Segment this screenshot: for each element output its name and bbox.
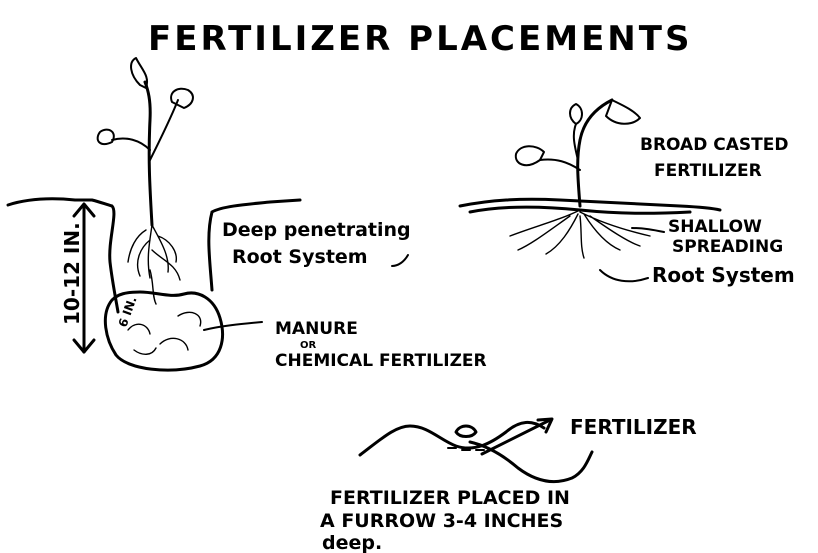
- shallow-roots: [510, 210, 650, 258]
- page-title: FERTILIZER PLACEMENTS: [148, 19, 692, 59]
- deep-plant-leaf-2: [171, 89, 193, 108]
- shallow-root-leader: [632, 228, 664, 232]
- chemical-fertilizer-label: CHEMICAL FERTILIZER: [275, 351, 487, 371]
- furrow-curve: [470, 442, 592, 482]
- manure-texture: [128, 312, 201, 354]
- broadcast-plant-branch: [540, 124, 580, 170]
- broadcast-leaf-2: [516, 146, 544, 165]
- furrow-caption-line3: deep.: [322, 532, 382, 553]
- broadcast-label-line2: FERTILIZER: [654, 161, 762, 181]
- deep-plant-branch: [112, 100, 178, 160]
- furrow-caption-line1: FERTILIZER PLACED IN: [330, 487, 570, 509]
- deep-root-leader: [392, 255, 408, 266]
- furrow-ridge-line: [360, 422, 544, 455]
- spreading-label: SPREADING: [672, 237, 783, 257]
- broadcast-leaf-3: [570, 104, 582, 124]
- shallow-root-system-label: Root System: [652, 263, 795, 287]
- deep-plant-stem: [145, 82, 152, 225]
- deep-hole-right-wall: [209, 200, 300, 290]
- furrow-caption-line2: A FURROW 3-4 INCHES: [320, 510, 563, 532]
- furrow-seed: [456, 426, 476, 437]
- furrow-placement-illustration: [360, 419, 592, 482]
- manure-label: MANURE: [275, 319, 358, 339]
- root-system-leader: [600, 270, 648, 281]
- deep-root-label-line2: Root System: [232, 246, 368, 268]
- manure-leader: [204, 322, 262, 330]
- manure-or-label: OR: [300, 340, 317, 351]
- depth-label: 10-12 IN.: [60, 222, 84, 325]
- broadcast-label-line1: BROAD CASTED: [640, 135, 788, 155]
- shallow-label: SHALLOW: [668, 217, 762, 237]
- deep-plant-leaf-3: [98, 130, 114, 144]
- furrow-arrow-label: FERTILIZER: [570, 415, 697, 439]
- broadcast-leaf-1: [606, 100, 640, 124]
- deep-root-label-line1: Deep penetrating: [222, 219, 411, 241]
